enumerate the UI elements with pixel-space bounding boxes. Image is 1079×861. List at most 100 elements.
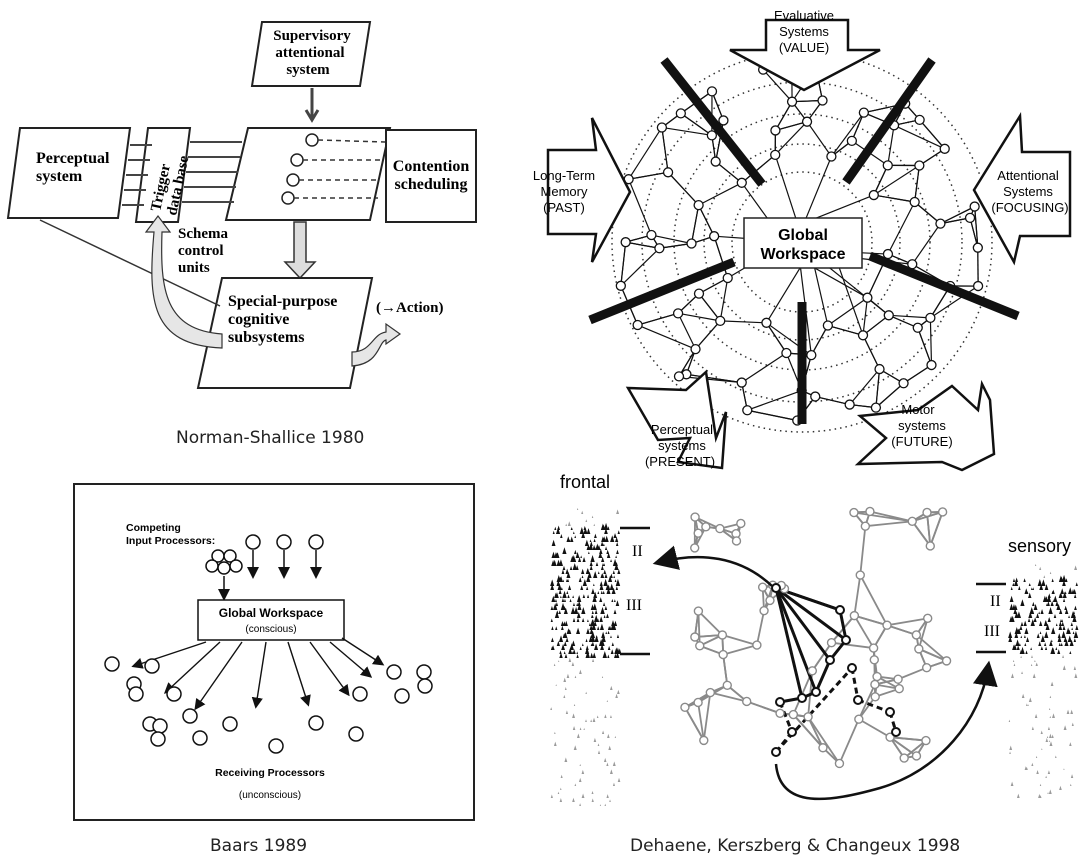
memory-line-3: (PAST) <box>543 200 585 215</box>
neuron-glyph <box>590 719 593 722</box>
neuron-glyph <box>612 761 616 766</box>
active-link <box>838 609 848 641</box>
network-node <box>858 107 870 118</box>
neuron-glyph <box>585 652 589 658</box>
network-link <box>765 322 787 354</box>
network-link <box>862 335 881 370</box>
neuron-glyph <box>1031 762 1034 766</box>
network-link <box>680 112 713 136</box>
network-node <box>826 151 837 162</box>
neuron-glyph <box>601 536 605 542</box>
network-node <box>673 371 685 382</box>
neuron-glyph <box>558 589 562 594</box>
neuron-glyph <box>586 528 591 534</box>
neuron-glyph <box>597 571 600 574</box>
neuron-glyph <box>565 637 569 642</box>
network-link <box>715 161 743 184</box>
neuron-node <box>775 708 785 718</box>
neuron-glyph <box>599 804 601 806</box>
neuron-glyph <box>599 548 603 554</box>
neuron-glyph <box>1049 571 1052 574</box>
neuron-glyph <box>581 575 584 578</box>
neuron-glyph <box>1010 586 1013 590</box>
memory-line-1: Long-Term <box>533 168 595 183</box>
active-neuron <box>885 707 895 717</box>
network-node <box>620 237 631 248</box>
neuron-node <box>882 620 892 630</box>
neuron-glyph <box>571 640 576 646</box>
neuron-glyph <box>613 575 615 578</box>
neuron-glyph <box>565 579 568 582</box>
active-link <box>774 587 832 661</box>
neuron-glyph <box>615 578 621 586</box>
neuron-glyph <box>607 645 611 650</box>
neuron-glyph <box>565 710 569 714</box>
neuron-glyph <box>594 533 597 538</box>
network-link <box>628 127 663 180</box>
network-node <box>870 402 882 413</box>
neuron-glyph <box>593 737 597 742</box>
neuron-glyph <box>1059 624 1063 630</box>
network-link <box>974 206 979 248</box>
network-node <box>770 149 781 160</box>
network-link <box>806 121 832 157</box>
neuron-glyph <box>1064 605 1068 610</box>
network-link <box>774 121 808 156</box>
neuron-glyph <box>569 598 572 602</box>
neuron-link <box>911 520 932 547</box>
neuron-glyph <box>607 526 610 530</box>
neuron-link <box>859 574 888 626</box>
perceptual-gw-line-1: Perceptual <box>651 422 713 437</box>
neuron-glyph <box>1073 594 1077 598</box>
neuron-glyph <box>583 727 585 730</box>
neuron-glyph <box>604 535 609 542</box>
network-node <box>862 292 873 303</box>
neuron-glyph <box>594 643 599 650</box>
active-neuron <box>891 727 901 737</box>
active-link <box>850 667 860 701</box>
neuron-glyph <box>1068 615 1070 618</box>
neuron-glyph <box>606 794 609 798</box>
neuron-glyph <box>1075 625 1079 630</box>
neuron-glyph <box>563 607 568 614</box>
neuron-glyph <box>581 607 586 614</box>
neuron-glyph <box>1044 584 1049 590</box>
neuron-glyph <box>589 561 593 566</box>
neuron-node <box>899 753 909 763</box>
network-link <box>713 235 729 279</box>
neuron-link <box>853 615 875 649</box>
neuron-node <box>690 512 700 522</box>
neuron-glyph <box>1016 611 1021 618</box>
neuron-glyph <box>1038 641 1042 646</box>
input-processors <box>245 534 324 550</box>
neuron-glyph <box>1030 587 1033 590</box>
neuron-glyph <box>1015 639 1020 646</box>
neuron-glyph <box>582 556 586 562</box>
neuron-glyph <box>604 605 608 610</box>
neuron-glyph <box>562 590 567 598</box>
neuron-node <box>855 570 865 580</box>
neuron-glyph <box>602 590 605 594</box>
neuron-node <box>885 732 895 742</box>
neuron-glyph <box>1027 704 1029 706</box>
neuron-link <box>897 666 928 681</box>
neuron-glyph <box>588 573 592 578</box>
network-link <box>762 69 793 103</box>
neuron-glyph <box>579 763 581 766</box>
neuron-glyph <box>571 527 573 530</box>
neuron-glyph <box>574 535 577 538</box>
neuron-glyph <box>555 552 559 558</box>
neuron-glyph <box>607 630 610 634</box>
network-link <box>875 369 881 408</box>
network-node <box>710 156 721 167</box>
neuron-glyph <box>614 579 617 582</box>
network-node <box>786 96 798 107</box>
neuron-glyph <box>589 624 593 630</box>
neuron-glyph <box>1049 707 1051 710</box>
neuron-glyph <box>607 733 610 738</box>
active-link <box>774 587 818 693</box>
neuron-node <box>869 655 879 665</box>
neuron-glyph <box>603 543 605 546</box>
neuron-node <box>701 522 711 532</box>
neuron-glyph <box>1073 666 1077 670</box>
